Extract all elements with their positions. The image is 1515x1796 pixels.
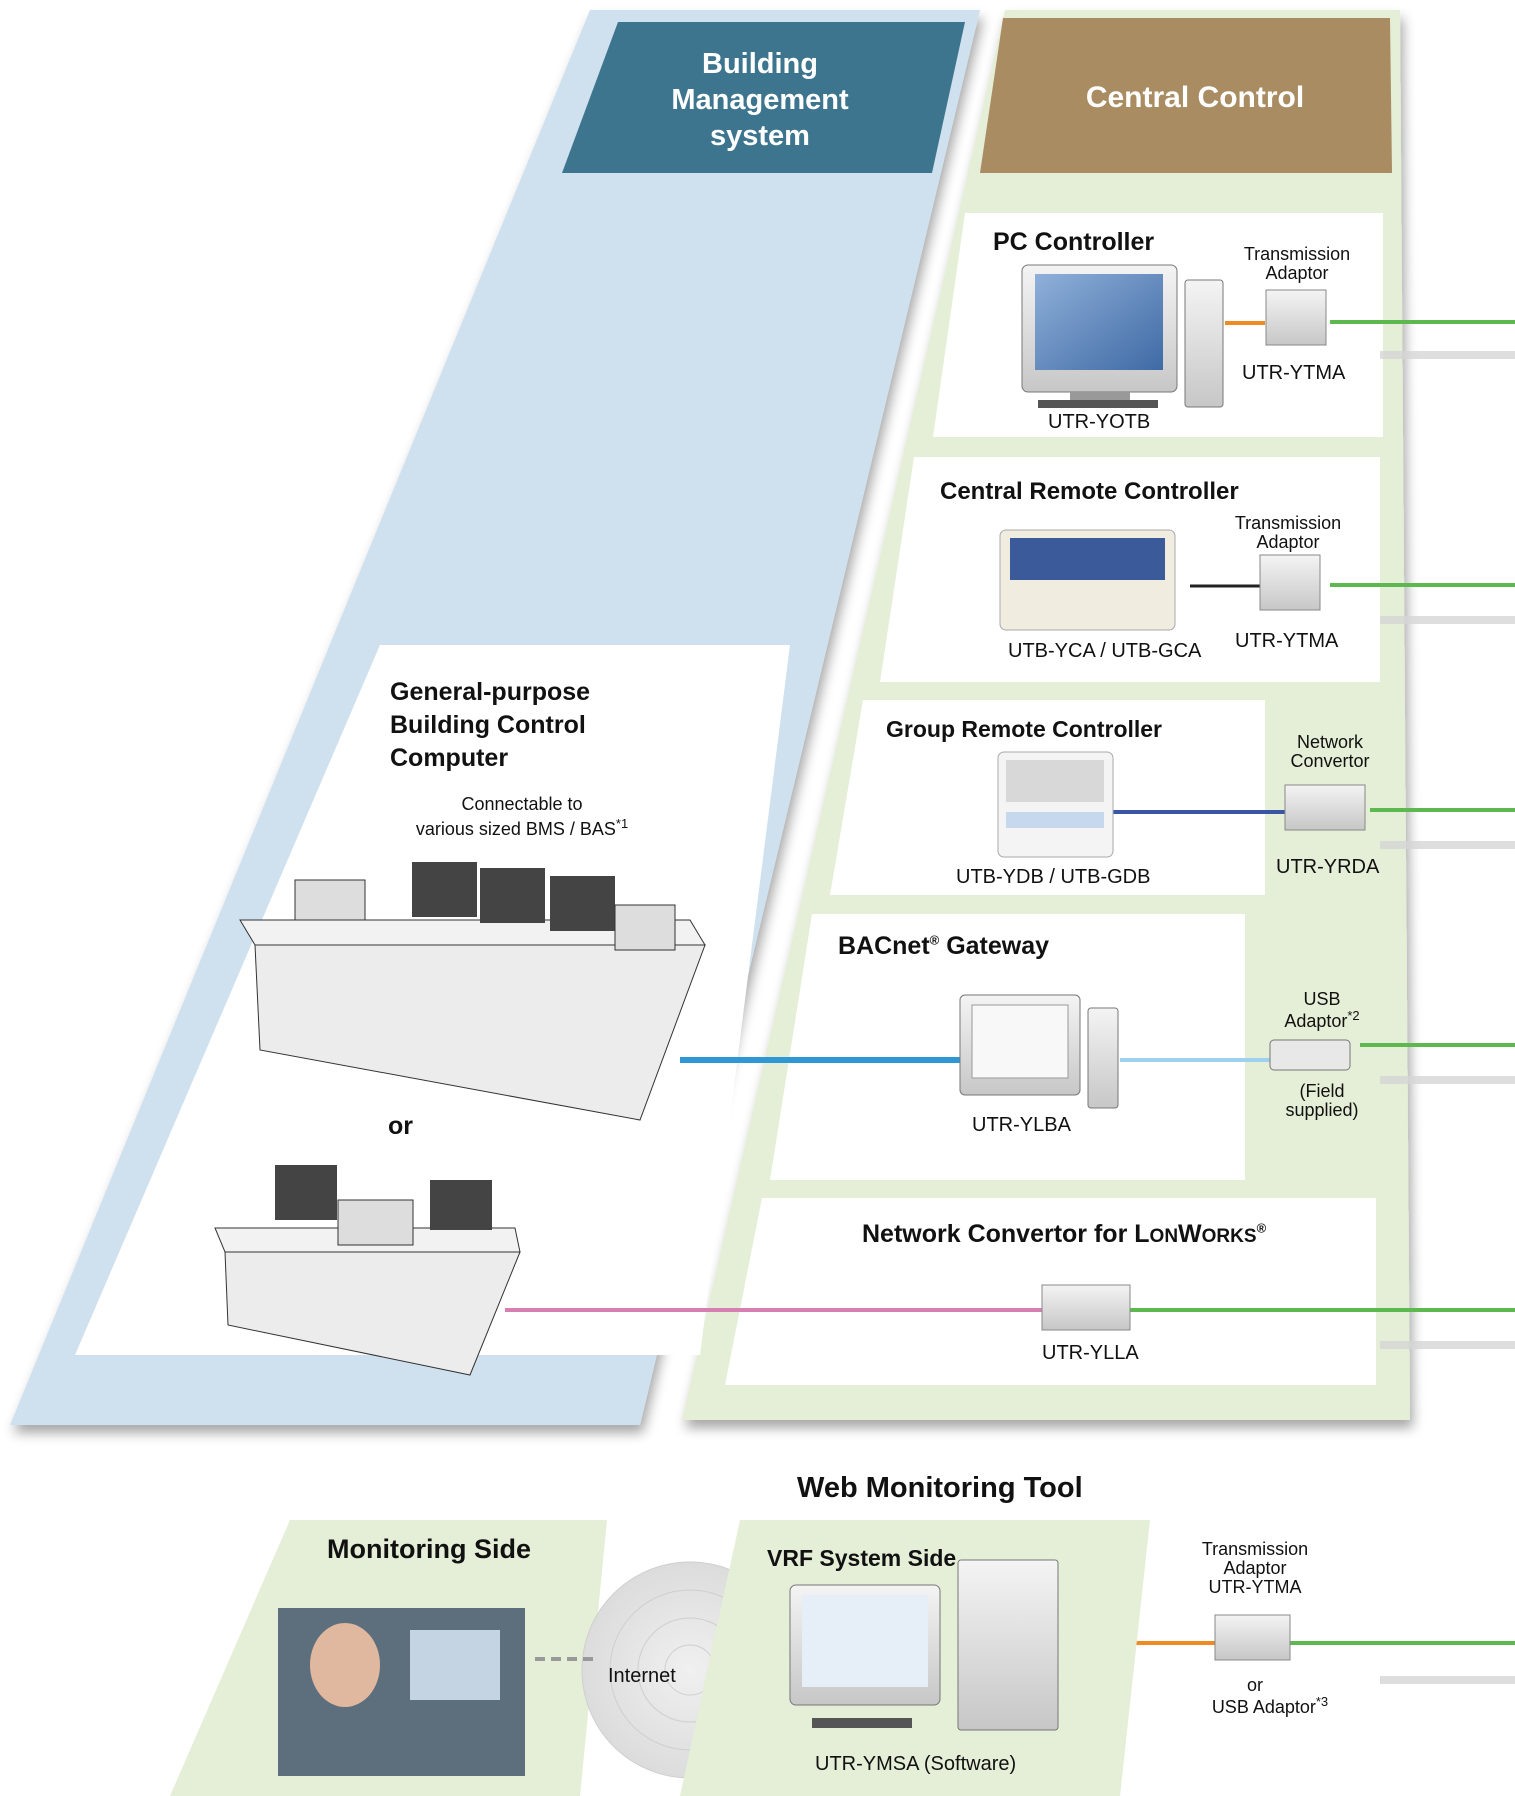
- bms-header-bg: [562, 22, 965, 173]
- web-or-label: or: [1246, 1675, 1263, 1695]
- pc-controller-device: [1021, 264, 1327, 408]
- lonworks-title-on: ON: [1149, 1226, 1179, 1247]
- bms-header-line3: system: [710, 120, 810, 153]
- bms-desk-small: [214, 1165, 521, 1376]
- lonworks-title-a: Network Convertor for: [862, 1220, 1135, 1248]
- bacnet-title-rest: Gateway: [939, 932, 1050, 960]
- usb-l1: USB: [1303, 989, 1341, 1009]
- bms-title-l1: General-purpose: [390, 678, 591, 706]
- bacnet-title: BACnet® Gateway: [838, 932, 1049, 961]
- field-l1: (Field: [1299, 1081, 1345, 1101]
- vrf-side-title: VRF System Side: [767, 1545, 957, 1571]
- bacnet-model: UTR-YLBA: [972, 1114, 1071, 1136]
- usb-sup: *2: [1347, 1007, 1360, 1023]
- web-adaptor-l1: Transmission: [1201, 1539, 1309, 1559]
- central-remote-model: UTB-YCA / UTB-GCA: [1008, 640, 1202, 662]
- cr-adaptor-model: UTR-YTMA: [1235, 630, 1339, 652]
- vrf-computer: [789, 1559, 1059, 1731]
- bacnet-device: [959, 994, 1351, 1109]
- lonworks-model: UTR-YLLA: [1042, 1342, 1139, 1364]
- bacnet-title-main: BACnet: [838, 932, 930, 960]
- bacnet-title-reg: ®: [929, 932, 940, 948]
- bms-title-l2: Building Control: [390, 711, 586, 739]
- bms-desc-l2: various sized BMS / BAS: [415, 818, 616, 839]
- field-l2: supplied): [1285, 1099, 1359, 1120]
- web-usb: USB Adaptor: [1211, 1697, 1316, 1717]
- cc-header: Central Control: [1085, 80, 1305, 114]
- group-remote-title: Group Remote Controller: [886, 716, 1163, 742]
- lonworks-title-reg: ®: [1256, 1220, 1267, 1236]
- cc-header-bg: [980, 18, 1392, 173]
- software-label: UTR-YMSA (Software): [815, 1753, 1017, 1775]
- bms-computer-desc: Connectable to various sized BMS / BAS*1: [392, 793, 652, 840]
- group-remote-model: UTB-YDB / UTB-GDB: [956, 866, 1151, 888]
- group-remote-device: [997, 751, 1366, 858]
- usb-l2: Adaptor: [1284, 1010, 1348, 1031]
- pc-controller-model: UTR-YOTB: [1048, 411, 1151, 433]
- central-remote-title: Central Remote Controller: [940, 478, 1239, 505]
- green-lines: [1130, 320, 1515, 1645]
- bms-desc-l1: Connectable to: [461, 794, 583, 814]
- internet-label: Internet: [608, 1665, 676, 1687]
- cr-adaptor-l1: Transmission: [1234, 513, 1342, 533]
- pc-adaptor-l2: Adaptor: [1265, 262, 1329, 283]
- central-remote-device: [999, 529, 1321, 631]
- gr-convertor-model: UTR-YRDA: [1276, 856, 1380, 878]
- bms-header-line1: Building: [702, 47, 818, 80]
- pc-controller-title: PC Controller: [993, 228, 1155, 256]
- monitoring-side-title: Monitoring Side: [327, 1534, 531, 1564]
- web-adaptor-l2: Adaptor: [1223, 1557, 1287, 1578]
- bms-header-line2: Management: [671, 83, 849, 116]
- bms-desc-sup: *1: [615, 815, 629, 831]
- bms-or-label: or: [388, 1112, 413, 1140]
- web-adaptor-model: UTR-YTMA: [1208, 1576, 1302, 1597]
- web-tool-title: Web Monitoring Tool: [797, 1472, 1083, 1504]
- web-usb-sup: *3: [1315, 1694, 1329, 1709]
- lonworks-title-l: L: [1134, 1220, 1150, 1248]
- web-usb-label: USB Adaptor*3: [1190, 1695, 1350, 1717]
- pc-adaptor-model: UTR-YTMA: [1242, 362, 1346, 384]
- gr-convertor-l1: Network: [1296, 732, 1363, 752]
- bms-title-l3: Computer: [390, 744, 509, 772]
- pc-adaptor-l1: Transmission: [1243, 244, 1351, 264]
- lonworks-title-w: W: [1178, 1220, 1202, 1248]
- lonworks-device: [1041, 1284, 1131, 1331]
- gr-convertor-l2: Convertor: [1290, 750, 1370, 771]
- bms-desk-large: [239, 862, 706, 1121]
- cr-adaptor-l2: Adaptor: [1256, 531, 1320, 552]
- web-tool-adaptor: [1214, 1614, 1291, 1661]
- lonworks-title: Network Convertor for LONWORKS®: [862, 1220, 1266, 1249]
- lonworks-title-orks: ORKS: [1201, 1226, 1257, 1247]
